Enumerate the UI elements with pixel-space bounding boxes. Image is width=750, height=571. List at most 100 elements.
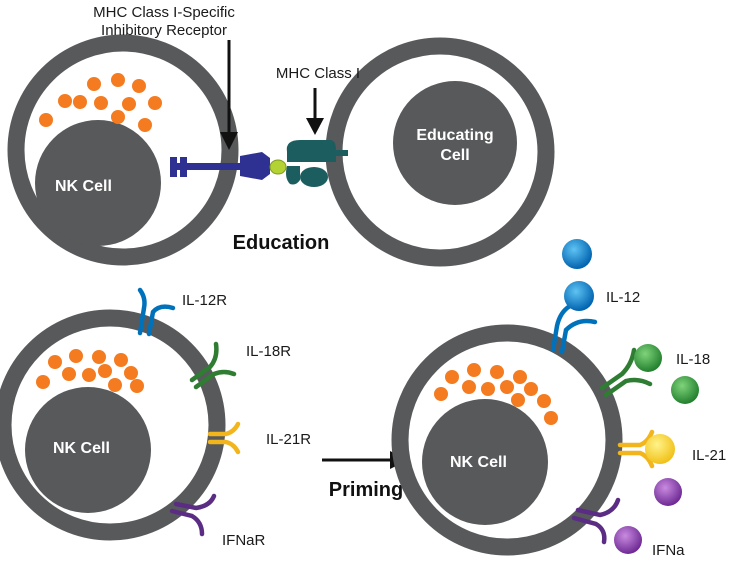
granule (467, 363, 481, 377)
il21-label: IL-21 (692, 447, 726, 464)
granule (124, 366, 138, 380)
nk-cell-top-nucleus (35, 120, 161, 246)
granule (111, 110, 125, 124)
mhc-arrow-head (306, 118, 324, 135)
nk-cell-bottom-left: NK Cell (0, 309, 226, 541)
nk-cell-bottom-left-granules (36, 349, 144, 393)
nk-cell-bottom-left-label: NK Cell (53, 440, 110, 457)
il21r-receptor (207, 421, 241, 455)
il21r-chain-upper (207, 421, 241, 437)
mhc-class-i (286, 140, 348, 187)
educating-cell-label-line2: Cell (440, 147, 469, 164)
nk-cell-bottom-right-label: NK Cell (450, 454, 507, 471)
mhc-tail (330, 150, 348, 156)
granule (490, 365, 504, 379)
granule (500, 380, 514, 394)
il12r-bound-chain-left (550, 303, 573, 353)
il12r-chain-right (146, 304, 176, 337)
il18r-chain-left (189, 341, 219, 383)
nk-cell-top-membrane (7, 34, 239, 266)
il18-cytokine-free (671, 376, 699, 404)
granule (122, 97, 136, 111)
granule (544, 411, 558, 425)
granule (462, 380, 476, 394)
priming-label: Priming (329, 479, 403, 501)
il18r-receptor (189, 341, 237, 390)
granule (148, 96, 162, 110)
granule (111, 73, 125, 87)
nk-cell-bottom-left-nucleus (25, 387, 151, 513)
granule (132, 79, 146, 93)
il12r-chain-left (137, 287, 147, 336)
granule (36, 375, 50, 389)
granule (114, 353, 128, 367)
nk-cell-top-label: NK Cell (55, 178, 112, 195)
il21r-chain-lower (207, 439, 241, 455)
nk-cell-top: NK Cell (7, 34, 239, 266)
granule (98, 364, 112, 378)
receptor-head (240, 152, 270, 180)
il12r-bound-chain-right (559, 318, 598, 355)
il18-label: IL-18 (676, 351, 710, 368)
receptor-stalk (170, 163, 242, 170)
il18r-bound-receptor (599, 347, 653, 398)
il18r-label: IL-18R (246, 343, 291, 360)
il12r-label: IL-12R (182, 292, 227, 309)
mhc-alpha-domain (286, 140, 336, 162)
educating-cell-nucleus (393, 81, 517, 205)
il21r-bound-chain-lower (617, 450, 655, 469)
mhc-lower-left (286, 166, 300, 185)
ifna-cytokine-free (654, 478, 682, 506)
ifna-label: IFNa (652, 542, 685, 559)
granule (48, 355, 62, 369)
granule (62, 367, 76, 381)
ifna-cytokine-bound (614, 526, 642, 554)
ifnar-receptor (169, 493, 217, 537)
ifnar-chain-lower (169, 508, 205, 537)
il18r-bound-chain-left (599, 347, 637, 391)
il21r-bound-chain-upper (617, 429, 655, 448)
granule (58, 94, 72, 108)
inhibitory-receptor (170, 152, 270, 180)
granule (73, 95, 87, 109)
education-label: Education (233, 232, 330, 254)
receptor-label-line1: MHC Class I-Specific (93, 4, 235, 21)
granule (92, 350, 106, 364)
granule (511, 393, 525, 407)
granule (87, 77, 101, 91)
educating-cell-label-line1: Educating (416, 127, 493, 144)
beta2-microglobulin (300, 167, 328, 187)
granule (434, 387, 448, 401)
nk-cell-bottom-right-granules (434, 363, 558, 425)
granule (513, 370, 527, 384)
il12-cytokine-free (562, 239, 592, 269)
granule (138, 118, 152, 132)
granule (82, 368, 96, 382)
il12r-bound-receptor (550, 303, 598, 355)
ifnar-bound-chain-lower (571, 515, 607, 545)
granule (69, 349, 83, 363)
nk-cell-top-granules (39, 73, 162, 132)
receptor-arrow-head (220, 132, 238, 150)
il12-cytokine-bound (564, 281, 594, 311)
nk-cell-bottom-right-membrane (391, 324, 623, 556)
granule (445, 370, 459, 384)
nk-cell-bottom-left-membrane (0, 309, 226, 541)
granule (130, 379, 144, 393)
il12r-receptor (137, 287, 176, 337)
ifnar-bound-receptor (571, 497, 621, 545)
nk-cell-bottom-right: NK Cell (391, 324, 623, 556)
peptide (269, 159, 287, 175)
il18r-chain-right (193, 369, 237, 390)
granule (481, 382, 495, 396)
granule (524, 382, 538, 396)
il21-cytokine (645, 434, 675, 464)
mhc-label: MHC Class I (276, 65, 360, 82)
granule (537, 394, 551, 408)
granule (94, 96, 108, 110)
granule (108, 378, 122, 392)
il21r-bound-receptor (617, 429, 655, 469)
il12-label: IL-12 (606, 289, 640, 306)
receptor-label-line2: Inhibitory Receptor (101, 22, 227, 39)
granule (39, 113, 53, 127)
